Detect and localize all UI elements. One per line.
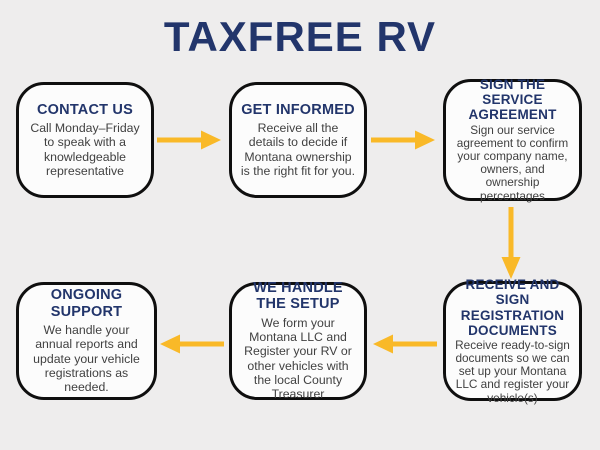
arrow-down-icon	[501, 207, 521, 279]
page-title: TAXFREE RV	[163, 13, 437, 60]
arrow-left-icon	[373, 334, 437, 354]
step-body: Receive all the details to decide if Mon…	[240, 120, 356, 178]
arrow-left-icon	[160, 334, 224, 354]
step-heading: WE HANDLE THE SETUP	[253, 280, 343, 313]
step-heading: GET INFORMED	[241, 101, 355, 118]
step-heading: SIGN THE SERVICE AGREEMENT	[468, 77, 557, 123]
step-body: Sign our service agreement to confirm yo…	[456, 122, 569, 203]
step-heading: CONTACT US	[37, 101, 133, 118]
step-box-sign-service-agreement: SIGN THE SERVICE AGREEMENT Sign our serv…	[443, 77, 582, 203]
step-box-receive-sign-registration-documents: RECEIVE AND SIGN REGISTRATION DOCUMENTS …	[443, 277, 582, 404]
step-heading: RECEIVE AND SIGN REGISTRATION DOCUMENTS	[460, 277, 565, 338]
step-box-ongoing-support: ONGOING SUPPORT We handle your annual re…	[16, 282, 157, 400]
arrow-right-icon	[157, 130, 221, 150]
arrow-right-icon	[371, 130, 435, 150]
step-body: Call Monday–Friday to speak with a knowl…	[30, 120, 140, 178]
step-box-contact-us: CONTACT US Call Monday–Friday to speak w…	[16, 82, 154, 198]
step-box-get-informed: GET INFORMED Receive all the details to …	[229, 82, 367, 198]
step-body: Receive ready-to-sign documents so we ca…	[455, 337, 570, 405]
step-body: We form your Montana LLC and Register yo…	[244, 315, 352, 402]
step-body: We handle your annual reports and update…	[33, 322, 140, 395]
step-heading: ONGOING SUPPORT	[50, 287, 123, 320]
step-box-we-handle-the-setup: WE HANDLE THE SETUP We form your Montana…	[229, 280, 367, 402]
